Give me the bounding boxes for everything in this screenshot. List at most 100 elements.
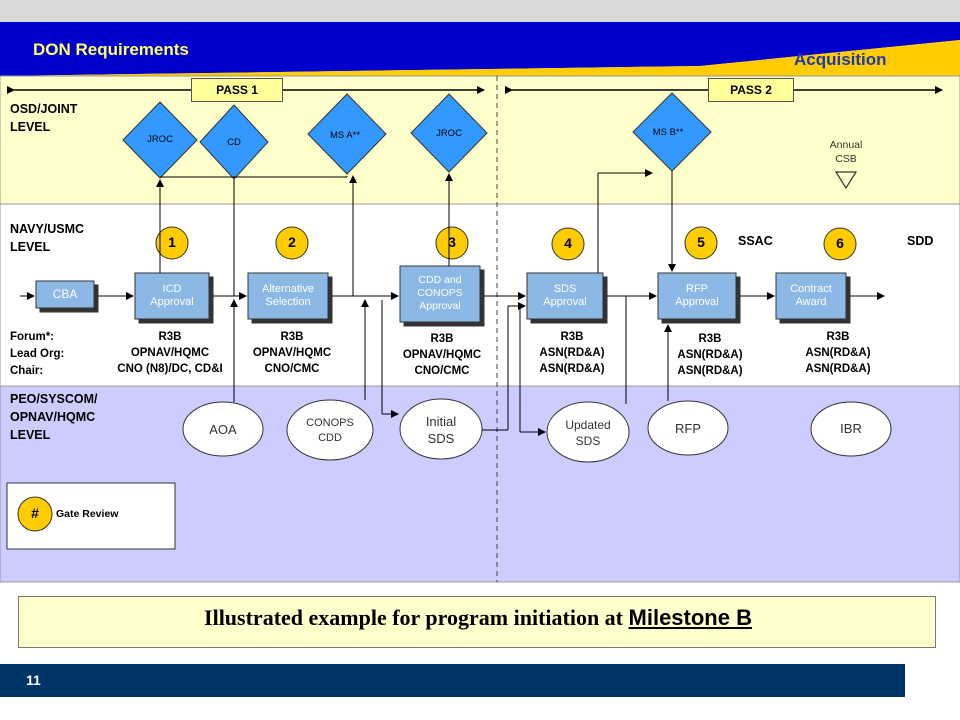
forum-label: Forum*: (10, 331, 55, 343)
level-navy-line2: LEVEL (10, 240, 51, 254)
banner-blue (0, 22, 960, 76)
level-peo-line3: LEVEL (10, 428, 51, 442)
annual-csb-line2: CSB (835, 153, 857, 165)
box-sds-line1: SDS (553, 283, 577, 295)
level-navy-line1: NAVY/USMC (10, 222, 85, 236)
gate-3-number: 3 (448, 234, 456, 250)
box-rfp-label: RFP Approval (658, 283, 736, 309)
page-number: 11 (26, 672, 41, 688)
stack-2-lead: OPNAV/HQMC (252, 347, 332, 359)
stack-2-forum: R3B (280, 331, 304, 343)
legend-gate-circle (17, 496, 53, 532)
stack-gate-4: R3B ASN(RD&A) ASN(RD&A) (530, 329, 614, 377)
stack-6-chair: ASN(RD&A) (805, 363, 871, 375)
diamond-cd-label: CD (227, 137, 241, 148)
diamond-jroc-1-label: JROC (147, 134, 173, 145)
pass-2-label: PASS 2 (708, 78, 794, 102)
stack-5-forum: R3B (698, 333, 722, 345)
stack-3-lead: OPNAV/HQMC (402, 349, 482, 361)
caption-box: Illustrated example for program initiati… (18, 596, 936, 648)
chair-label: Chair: (10, 365, 44, 377)
box-cdd-line1: CDD and (418, 274, 462, 286)
diamond-ms-b-label: MS B** (652, 127, 684, 138)
level-peo: PEO/SYSCOM/ OPNAV/HQMC LEVEL (10, 390, 98, 444)
oval-initial-sds-line1: Initial (425, 414, 457, 429)
stack-gate-5: R3B ASN(RD&A) ASN(RD&A) (668, 331, 752, 379)
oval-conops-line2: CDD (318, 432, 342, 444)
box-icd-line2: Approval (150, 296, 194, 308)
sdd-label: SDD (907, 234, 934, 248)
pass-1-label: PASS 1 (191, 78, 283, 102)
connectors (20, 169, 885, 436)
box-cdd-line2: CONOPS (417, 287, 463, 299)
process-boxes (35, 265, 851, 327)
annual-csb-line1: Annual (829, 139, 863, 151)
caption-main: Illustrated example for program initiati… (204, 605, 629, 630)
annual-csb-label: Annual CSB (816, 138, 876, 166)
box-rfp-line1: RFP (686, 283, 708, 295)
stack-gate-1: R3B OPNAV/HQMC CNO (N8)/DC, CD&I (100, 329, 240, 377)
gate-4-number: 4 (564, 235, 572, 251)
level-osd: OSD/JOINT LEVEL (10, 100, 77, 136)
forum-labels: Forum*: Lead Org: Chair: (10, 329, 64, 380)
stack-6-lead: ASN(RD&A) (805, 347, 871, 359)
top-strip (0, 0, 960, 22)
caption-text: Illustrated example for program initiati… (19, 605, 937, 631)
stack-4-lead: ASN(RD&A) (539, 347, 605, 359)
banner-right-title: Acquisition (794, 50, 887, 69)
box-icd-label: ICD Approval (135, 283, 209, 309)
box-rfp-line2: Approval (675, 296, 719, 308)
box-contract-line2: Award (795, 296, 827, 308)
level-peo-line2: OPNAV/HQMC (10, 410, 96, 424)
stack-5-chair: ASN(RD&A) (677, 365, 743, 377)
box-cdd-line3: Approval (419, 300, 461, 312)
oval-initial-sds-label: Initial SDS (400, 413, 482, 447)
stack-3-chair: CNO/CMC (414, 365, 470, 377)
box-icd-line1: ICD (162, 283, 182, 295)
stack-6-forum: R3B (826, 331, 850, 343)
stack-gate-6: R3B ASN(RD&A) ASN(RD&A) (796, 329, 880, 377)
gate-5-number: 5 (697, 234, 705, 250)
banner-yellow (0, 40, 960, 76)
caption-milestone: Milestone B (628, 605, 752, 630)
stack-4-forum: R3B (560, 331, 584, 343)
gate-1-number: 1 (168, 234, 176, 250)
diamond-jroc-2 (410, 93, 488, 173)
lead-org-label: Lead Org: (10, 348, 65, 360)
diamond-ms-a-label: MS A** (329, 130, 361, 141)
ovals (182, 398, 892, 463)
level-osd-line1: OSD/JOINT (10, 102, 78, 116)
oval-updated-sds-line1: Updated (565, 418, 611, 432)
stack-5-lead: ASN(RD&A) (677, 349, 743, 361)
stack-3-forum: R3B (430, 333, 454, 345)
level-navy: NAVY/USMC LEVEL (10, 220, 84, 256)
oval-updated-sds-label: Updated SDS (547, 417, 629, 449)
stack-1-lead: OPNAV/HQMC (130, 347, 210, 359)
diamond-jroc-2-label: JROC (436, 128, 462, 139)
diamond-jroc-1 (122, 101, 198, 179)
stack-1-chair: CNO (N8)/DC, CD&I (117, 363, 223, 375)
stack-gate-3: R3B OPNAV/HQMC CNO/CMC (390, 331, 494, 379)
ssac-label: SSAC (738, 234, 773, 248)
gate-2-number: 2 (288, 234, 296, 250)
footer-bar (0, 664, 905, 697)
oval-rfp-label: RFP (675, 421, 701, 436)
gate-circles (155, 226, 857, 261)
oval-updated-sds-line2: SDS (575, 434, 601, 448)
stack-gate-2: R3B OPNAV/HQMC CNO/CMC (240, 329, 344, 377)
oval-ibr-label: IBR (840, 421, 862, 436)
box-cba-label: CBA (52, 287, 78, 301)
box-sds-line2: Approval (543, 296, 587, 308)
banner-left-title: DON Requirements (33, 40, 189, 59)
legend-symbol: # (31, 505, 39, 521)
oval-aoa-label: AOA (209, 422, 237, 437)
legend-label: Gate Review (56, 508, 119, 520)
legend-box (6, 482, 176, 550)
box-contract-line1: Contract (790, 283, 832, 295)
box-contract-label: Contract Award (776, 283, 846, 309)
oval-initial-sds-line2: SDS (427, 431, 455, 446)
box-alt-line1: Alternative (262, 283, 314, 295)
box-alt-line2: Selection (265, 296, 311, 308)
box-sds-label: SDS Approval (527, 283, 603, 309)
